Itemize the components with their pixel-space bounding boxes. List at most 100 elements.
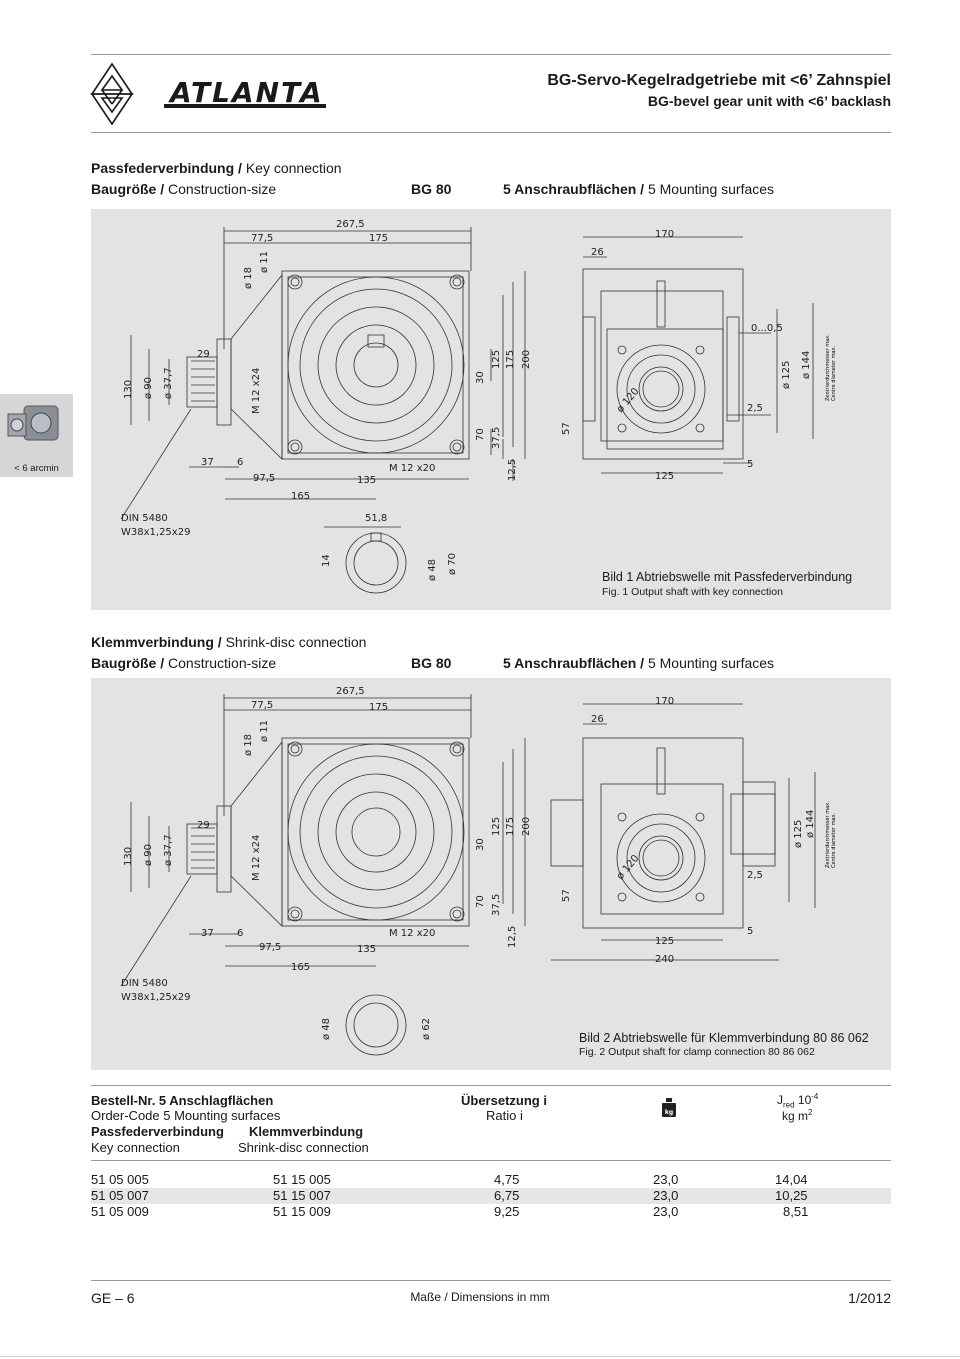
footer-rule	[91, 1280, 891, 1281]
svg-text:2,5: 2,5	[747, 403, 763, 414]
svg-text:12,5: 12,5	[507, 459, 518, 481]
svg-text:175: 175	[369, 233, 388, 244]
svg-text:ø 90: ø 90	[143, 377, 154, 399]
svg-text:ø 18: ø 18	[243, 734, 254, 756]
svg-text:200: 200	[521, 817, 532, 836]
table-header-order-en: Order-Code 5 Mounting surfaces	[91, 1108, 281, 1123]
table-row: 51 05 007 51 15 007 6,75 23,0 10,25	[91, 1188, 891, 1204]
section1-surfaces: 5 Anschraubflächen / 5 Mounting surfaces	[503, 181, 775, 197]
table-header-key-de: Passfederverbindung	[91, 1124, 224, 1139]
svg-text:175: 175	[505, 817, 516, 836]
svg-text:135: 135	[357, 944, 376, 955]
svg-text:6: 6	[237, 928, 243, 939]
figure-2-caption-de: Bild 2 Abtriebswelle für Klemmverbindung…	[579, 1031, 869, 1045]
svg-text:M 12 x20: M 12 x20	[389, 928, 435, 939]
figure-2: 267,5 77,5 175 ø 18 ø 11 29 130 ø 90 ø 3…	[91, 678, 891, 1070]
svg-text:51,8: 51,8	[365, 513, 387, 524]
section2-size-value: BG 80	[411, 655, 452, 671]
table-header-j: Jred 10-4	[777, 1092, 819, 1110]
svg-text:170: 170	[655, 696, 674, 707]
svg-text:37: 37	[201, 928, 214, 939]
table-header-order-de: Bestell-Nr. 5 Anschlagflächen	[91, 1093, 274, 1108]
svg-text:125: 125	[655, 936, 674, 947]
svg-text:ATLANTA: ATLANTA	[168, 76, 324, 109]
header-rule	[91, 132, 891, 133]
figure-1: 267,5 77,5 175 ø 18 ø 11 29 130 ø 90 ø 3…	[91, 209, 891, 610]
table-header-shrink-en: Shrink-disc connection	[238, 1140, 369, 1155]
svg-text:200: 200	[521, 350, 532, 369]
svg-text:130: 130	[123, 380, 134, 399]
svg-text:26: 26	[591, 247, 604, 258]
table-header-shrink-de: Klemmverbindung	[249, 1124, 364, 1139]
svg-text:ø 125: ø 125	[793, 820, 804, 848]
svg-text:ø 48: ø 48	[427, 559, 438, 581]
svg-text:37,5: 37,5	[491, 894, 502, 916]
table-row: 51 05 005 51 15 005 4,75 23,0 14,04	[91, 1172, 808, 1187]
svg-text:165: 165	[291, 962, 310, 973]
svg-text:ø 18: ø 18	[243, 267, 254, 289]
svg-text:29: 29	[197, 820, 210, 831]
svg-text:DIN 5480: DIN 5480	[121, 978, 168, 989]
weight-icon: kg	[661, 1098, 677, 1118]
svg-text:57: 57	[561, 422, 572, 435]
figure-1-labels: 267,5 77,5 175 ø 18 ø 11 29 130 ø 90 ø 3…	[121, 219, 837, 581]
table-header-ratio-de: Übersetzung i	[461, 1093, 547, 1108]
svg-text:Centre diameter max.: Centre diameter max.	[831, 813, 837, 868]
svg-text:97,5: 97,5	[253, 473, 275, 484]
svg-text:170: 170	[655, 229, 674, 240]
svg-text:267,5: 267,5	[336, 219, 365, 230]
svg-text:2,5: 2,5	[747, 870, 763, 881]
svg-text:130: 130	[123, 847, 134, 866]
svg-text:29: 29	[197, 349, 210, 360]
side-tab-label: < 6 arcmin	[14, 463, 59, 474]
svg-text:125: 125	[491, 817, 502, 836]
svg-text:ø 11: ø 11	[259, 251, 270, 273]
svg-text:125: 125	[491, 350, 502, 369]
svg-text:77,5: 77,5	[251, 700, 273, 711]
svg-text:26: 26	[591, 714, 604, 725]
svg-text:ø 37,7: ø 37,7	[163, 367, 174, 399]
section2-type: Klemmverbindung / Shrink-disc connection	[91, 634, 367, 650]
svg-text:ø 120: ø 120	[615, 853, 642, 882]
footer-page: GE – 6	[91, 1290, 135, 1306]
svg-text:175: 175	[505, 350, 516, 369]
svg-text:37,5: 37,5	[491, 427, 502, 449]
svg-text:M 12 x20: M 12 x20	[389, 463, 435, 474]
svg-text:ø 70: ø 70	[447, 553, 458, 575]
table-header-j-unit: kg m2	[782, 1108, 813, 1123]
svg-text:12,5: 12,5	[507, 926, 518, 948]
figure-1-drawing: 267,5 77,5 175 ø 18 ø 11 29 130 ø 90 ø 3…	[120, 219, 837, 594]
svg-text:165: 165	[291, 491, 310, 502]
svg-text:5: 5	[747, 459, 753, 470]
svg-text:0...0,5: 0...0,5	[751, 323, 783, 334]
table-top-rule	[91, 1085, 891, 1086]
svg-text:77,5: 77,5	[251, 233, 273, 244]
gearbox-thumbnail-icon	[7, 405, 59, 441]
footer-units: Maße / Dimensions in mm	[410, 1290, 550, 1304]
figure-2-caption-en: Fig. 2 Output shaft for clamp connection…	[579, 1046, 815, 1058]
figure-1-caption-de: Bild 1 Abtriebswelle mit Passfederverbin…	[602, 570, 853, 584]
svg-text:ø 62: ø 62	[421, 1018, 432, 1040]
svg-text:240: 240	[655, 954, 674, 965]
svg-text:175: 175	[369, 702, 388, 713]
header-title-en: BG-bevel gear unit with <6’ backlash	[647, 93, 891, 109]
svg-text:6: 6	[237, 457, 243, 468]
svg-text:125: 125	[655, 471, 674, 482]
atlanta-logo-icon: ATLANTA	[164, 76, 326, 109]
table-row: 51 05 009 51 15 009 9,25 23,0 8,51	[91, 1204, 809, 1219]
svg-text:267,5: 267,5	[336, 686, 365, 697]
svg-text:W38x1,25x29: W38x1,25x29	[121, 992, 190, 1003]
svg-text:ø 144: ø 144	[801, 351, 812, 379]
table-header-rule	[91, 1160, 891, 1161]
section1-size-value: BG 80	[411, 181, 452, 197]
svg-text:14: 14	[321, 554, 332, 567]
svg-text:M 12 x24: M 12 x24	[251, 368, 262, 414]
figure-1-caption-en: Fig. 1 Output shaft with key connection	[602, 586, 783, 598]
svg-text:ø 37,7: ø 37,7	[163, 834, 174, 866]
svg-text:kg: kg	[665, 1109, 673, 1116]
svg-text:ø 90: ø 90	[143, 844, 154, 866]
svg-text:37: 37	[201, 457, 214, 468]
section2-size: Baugröße / Construction-size	[91, 655, 277, 671]
triangle-logo-icon	[90, 62, 134, 126]
svg-text:Centre diameter max.: Centre diameter max.	[831, 346, 837, 401]
